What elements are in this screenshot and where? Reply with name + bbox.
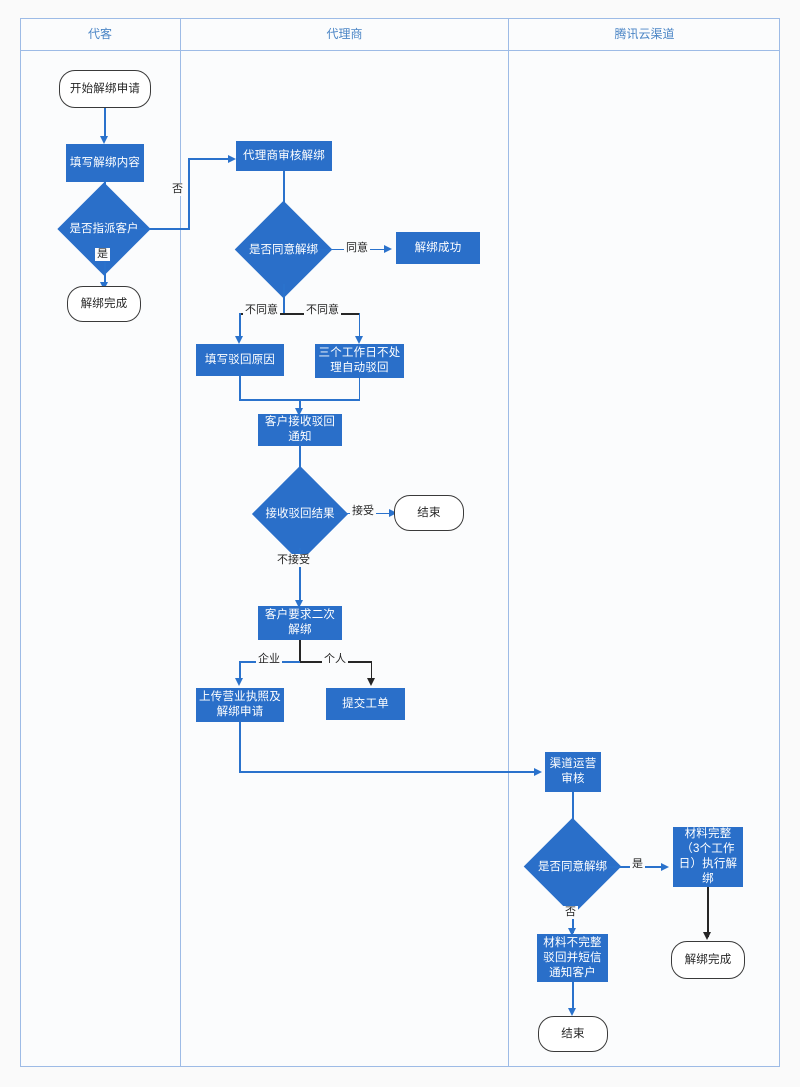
- arrowhead-channel-no: [568, 928, 576, 936]
- node-unbind-success[interactable]: 解绑成功: [396, 232, 480, 264]
- edge-assign-no-h1: [137, 228, 190, 230]
- arrowhead-reject-merge: [295, 408, 303, 416]
- swimlane-header-row: [20, 18, 780, 51]
- edge-label-channel-yes: 是: [630, 858, 645, 871]
- node-unbind-done-right[interactable]: 解绑完成: [671, 941, 745, 979]
- lane-title-dailishang: 代理商: [326, 27, 363, 41]
- arrowhead-to-channel: [534, 768, 542, 776]
- arrowhead-material-to-done: [703, 932, 711, 940]
- node-upload-license[interactable]: 上传营业执照及解绑申请: [196, 688, 284, 722]
- edge-enterprise-v: [239, 661, 241, 681]
- node-end-right[interactable]: 结束: [538, 1016, 608, 1052]
- edge-start-to-fill: [104, 108, 106, 138]
- lane-title-daike: 代客: [87, 27, 112, 41]
- edge-label-disagree-right: 不同意: [304, 304, 341, 317]
- arrowhead-agree: [384, 245, 392, 253]
- lane-divider-1: [180, 18, 181, 1067]
- edge-personal-v: [370, 661, 373, 681]
- node-customer-receive-reject[interactable]: 客户接收驳回通知: [258, 414, 342, 446]
- node-unbind-done-left[interactable]: 解绑完成: [67, 286, 141, 322]
- edge-label-no-assign: 否: [170, 183, 185, 196]
- arrowhead-not-accept: [295, 600, 303, 608]
- edge-type-stem: [299, 640, 301, 662]
- node-material-incomplete[interactable]: 材料不完整驳回并短信通知客户: [537, 934, 608, 982]
- arrowhead-personal: [367, 678, 375, 686]
- edge-channelreview-to-agree: [572, 792, 574, 830]
- edge-label-agree: 同意: [344, 242, 370, 255]
- node-channel-agree[interactable]: 是否同意解绑: [523, 817, 622, 916]
- edge-assign-yes: [104, 262, 106, 286]
- swimlane-frame: [20, 18, 780, 1067]
- node-fill-reject-reason[interactable]: 填写驳回原因: [196, 344, 284, 376]
- arrowhead-assign-no: [228, 154, 236, 163]
- edge-label-yes-assign: 是: [95, 248, 110, 261]
- edge-disagree-left-v: [239, 313, 241, 340]
- node-fill-content[interactable]: 填写解绑内容: [66, 144, 144, 182]
- arrowhead-accept: [389, 509, 397, 517]
- decision-label: 是否同意解绑: [249, 243, 318, 256]
- decision-label: 是否指派客户: [69, 223, 139, 235]
- edge-agentreview-to-agree: [283, 171, 285, 213]
- edge-disagree-bus: [239, 313, 360, 315]
- edge-receive-to-result: [299, 446, 301, 478]
- node-second-unbind[interactable]: 客户要求二次解绑: [258, 606, 342, 640]
- arrowhead-channel-yes: [661, 862, 669, 871]
- edge-to-channel-h: [239, 771, 540, 773]
- node-channel-review[interactable]: 渠道运营审核: [545, 752, 601, 792]
- arrowhead-enterprise: [235, 678, 243, 686]
- lane-title-tencent-channel: 腾讯云渠道: [614, 27, 675, 41]
- arrowhead-incomplete-to-end: [568, 1008, 576, 1016]
- lane-divider-2: [508, 18, 509, 1067]
- edge-assign-no-v: [188, 158, 190, 229]
- node-auto-reject[interactable]: 三个工作日不处理自动驳回: [315, 344, 404, 378]
- decision-label: 接收驳回结果: [265, 508, 335, 520]
- decision-label: 是否同意解绑: [538, 860, 607, 873]
- node-assign-customer[interactable]: 是否指派客户: [57, 182, 151, 276]
- edge-disagree-right-v: [358, 313, 361, 340]
- node-material-complete[interactable]: 材料完整（3个工作日）执行解绑: [673, 827, 743, 887]
- arrowhead-start-to-fill: [100, 136, 108, 144]
- edge-label-personal: 个人: [322, 653, 348, 666]
- edge-to-channel-v: [239, 722, 241, 772]
- edge-label-disagree-left: 不同意: [243, 304, 280, 317]
- node-receive-reject-result[interactable]: 接收驳回结果: [251, 465, 349, 563]
- node-submit-ticket[interactable]: 提交工单: [326, 688, 405, 720]
- arrowhead-disagree-left: [235, 336, 243, 344]
- edge-label-enterprise: 企业: [256, 653, 282, 666]
- edge-label-not-accept: 不接受: [275, 554, 312, 567]
- edge-reject-merge-left: [239, 376, 241, 400]
- edge-reject-merge-stem: [299, 399, 301, 412]
- edge-label-accept: 接受: [350, 505, 376, 518]
- edge-label-channel-no: 否: [563, 906, 578, 919]
- edge-material-to-done: [707, 887, 709, 937]
- edge-incomplete-to-end: [572, 982, 574, 1012]
- arrowhead-disagree-right: [355, 336, 363, 344]
- edge-disagree-stem: [283, 284, 285, 314]
- node-agent-review[interactable]: 代理商审核解绑: [236, 141, 332, 171]
- node-agent-agree[interactable]: 是否同意解绑: [234, 200, 333, 299]
- edge-assign-no-h2: [188, 158, 231, 160]
- node-start-apply[interactable]: 开始解绑申请: [59, 70, 151, 108]
- edge-not-accept: [299, 548, 301, 604]
- edge-reject-merge-right: [358, 378, 361, 400]
- node-end-middle[interactable]: 结束: [394, 495, 464, 531]
